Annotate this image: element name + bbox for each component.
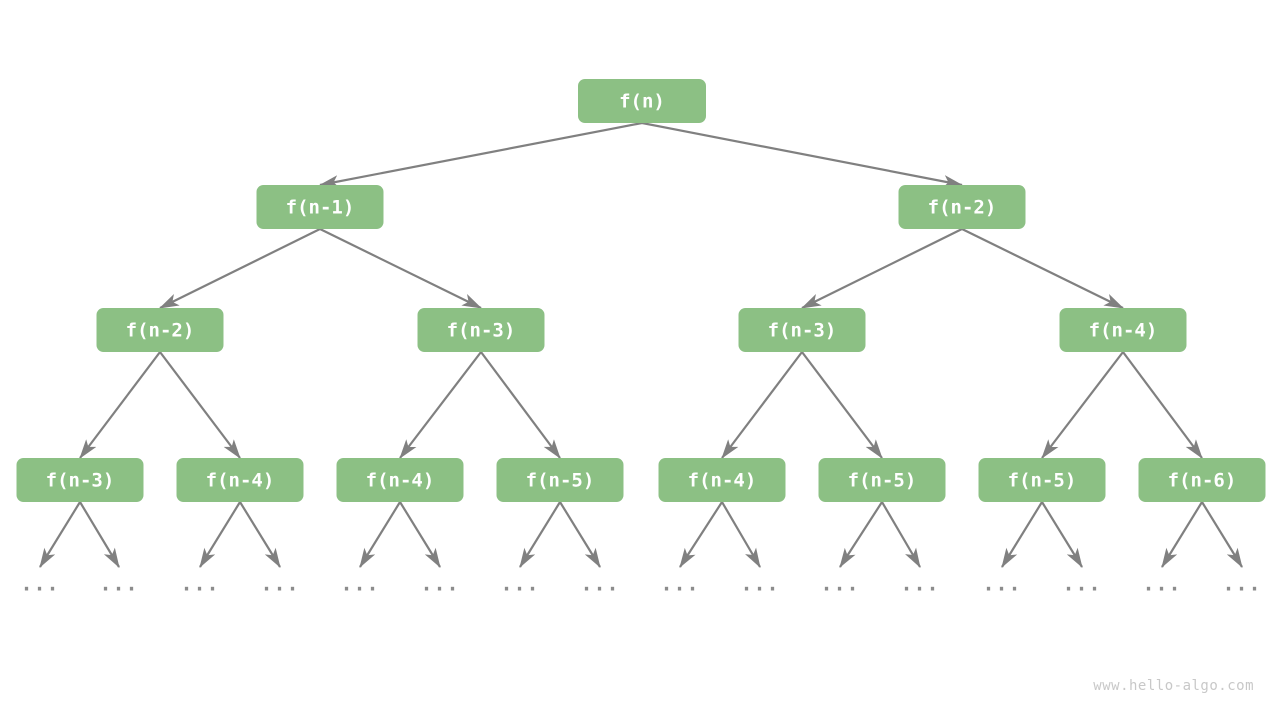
tree-node-box[interactable] — [336, 458, 464, 502]
ellipsis-mark: ... — [500, 572, 539, 596]
ellipsis-mark: ... — [260, 572, 299, 596]
tree-node-label: f(n-2) — [928, 197, 997, 219]
tree-edge — [319, 228, 482, 309]
tree-node-box[interactable] — [658, 458, 786, 502]
tree-node-box[interactable] — [898, 185, 1026, 229]
tree-node-label: f(n-1) — [286, 197, 355, 219]
ellipsis-mark: ... — [420, 572, 459, 596]
tree-node[interactable]: f(n-2) — [898, 185, 1026, 229]
watermark: www.hello-algo.com — [1093, 678, 1254, 694]
edges-layer — [79, 121, 1203, 459]
tree-edge-leaf — [839, 501, 883, 568]
tree-node-box[interactable] — [16, 458, 144, 502]
tree-edge — [801, 351, 883, 459]
tree-edge — [79, 351, 161, 459]
tree-edge-leaf — [1201, 501, 1243, 568]
tree-node[interactable]: f(n-4) — [1059, 308, 1187, 352]
ellipsis-mark: ... — [20, 572, 59, 596]
tree-node-label: f(n-5) — [1008, 470, 1077, 492]
ellipsis-mark: ... — [340, 572, 379, 596]
tree-node-label: f(n-4) — [206, 470, 275, 492]
tree-edge-leaf — [721, 501, 761, 568]
ellipsis-mark: ... — [1062, 572, 1101, 596]
tree-node[interactable]: f(n-5) — [496, 458, 624, 502]
ellipsis-mark: ... — [180, 572, 219, 596]
ellipsis-mark: ... — [99, 572, 138, 596]
tree-node[interactable]: f(n-3) — [417, 308, 545, 352]
tree-node-label: f(n-2) — [126, 320, 195, 342]
tree-edge-leaf — [79, 501, 120, 568]
tree-edge-leaf — [1041, 501, 1083, 568]
nodes-layer: f(n) f(n-1) f(n-2) f(n-2) f(n-3) f(n-3) f(n-4)… — [16, 79, 1266, 502]
ellipsis-mark: ... — [1222, 572, 1261, 596]
tree-node-label: f(n-3) — [46, 470, 115, 492]
tree-node-box[interactable] — [496, 458, 624, 502]
ellipsis-mark: ... — [740, 572, 779, 596]
tree-edge-leaf — [1161, 501, 1203, 568]
tree-node[interactable]: f(n-5) — [978, 458, 1106, 502]
tree-edge — [318, 121, 643, 188]
tree-edge — [961, 228, 1124, 309]
tree-node[interactable]: f(n-6) — [1138, 458, 1266, 502]
tree-node-label: f(n-5) — [526, 470, 595, 492]
ellipsis-row: ........................................… — [20, 572, 1261, 596]
tree-node[interactable]: f(n-4) — [176, 458, 304, 502]
tree-edge — [399, 351, 482, 459]
tree-node[interactable]: f(n-2) — [96, 308, 224, 352]
tree-edge — [1041, 351, 1124, 459]
tree-node[interactable]: f(n-4) — [658, 458, 786, 502]
ellipsis-mark: ... — [1142, 572, 1181, 596]
tree-node-box[interactable] — [578, 79, 706, 123]
tree-node-box[interactable] — [1059, 308, 1187, 352]
tree-edge — [159, 228, 321, 309]
tree-node-box[interactable] — [256, 185, 384, 229]
tree-node[interactable]: f(n) — [578, 79, 706, 123]
tree-edge-leaf — [39, 501, 81, 568]
tree-node[interactable]: f(n-4) — [336, 458, 464, 502]
ellipsis-mark: ... — [900, 572, 939, 596]
tree-edge-leaf — [679, 501, 723, 568]
tree-node-label: f(n-4) — [688, 470, 757, 492]
tree-node-label: f(n) — [619, 91, 665, 113]
ellipsis-mark: ... — [982, 572, 1021, 596]
tree-edge — [801, 228, 963, 309]
ellipsis-mark: ... — [820, 572, 859, 596]
tree-edge-leaf — [359, 501, 401, 568]
tree-edge-leaf — [239, 501, 281, 568]
tree-edge — [480, 351, 561, 459]
tree-node[interactable]: f(n-5) — [818, 458, 946, 502]
ellipsis-mark: ... — [660, 572, 699, 596]
tree-edge — [641, 121, 964, 188]
tree-node-label: f(n-3) — [768, 320, 837, 342]
tree-node-box[interactable] — [978, 458, 1106, 502]
tree-edge — [721, 351, 803, 459]
tree-node-label: f(n-4) — [1089, 320, 1158, 342]
tree-node-box[interactable] — [818, 458, 946, 502]
tree-edge-leaf — [199, 501, 241, 568]
tree-node-box[interactable] — [96, 308, 224, 352]
tree-edge-leaf — [519, 501, 561, 568]
tree-edge-leaf — [1001, 501, 1043, 568]
tree-edge-leaf — [881, 501, 921, 568]
tree-node[interactable]: f(n-1) — [256, 185, 384, 229]
leaf-edges-layer — [39, 501, 1243, 568]
tree-node[interactable]: f(n-3) — [738, 308, 866, 352]
tree-node-box[interactable] — [738, 308, 866, 352]
tree-node-label: f(n-5) — [848, 470, 917, 492]
tree-edge-leaf — [399, 501, 441, 568]
tree-node-box[interactable] — [1138, 458, 1266, 502]
tree-edge — [1122, 351, 1203, 459]
tree-node-label: f(n-4) — [366, 470, 435, 492]
tree-edge — [159, 351, 241, 459]
ellipsis-mark: ... — [580, 572, 619, 596]
tree-node-label: f(n-6) — [1168, 470, 1237, 492]
tree-node[interactable]: f(n-3) — [16, 458, 144, 502]
tree-node-label: f(n-3) — [447, 320, 516, 342]
tree-edge-leaf — [559, 501, 601, 568]
tree-node-box[interactable] — [417, 308, 545, 352]
tree-node-box[interactable] — [176, 458, 304, 502]
